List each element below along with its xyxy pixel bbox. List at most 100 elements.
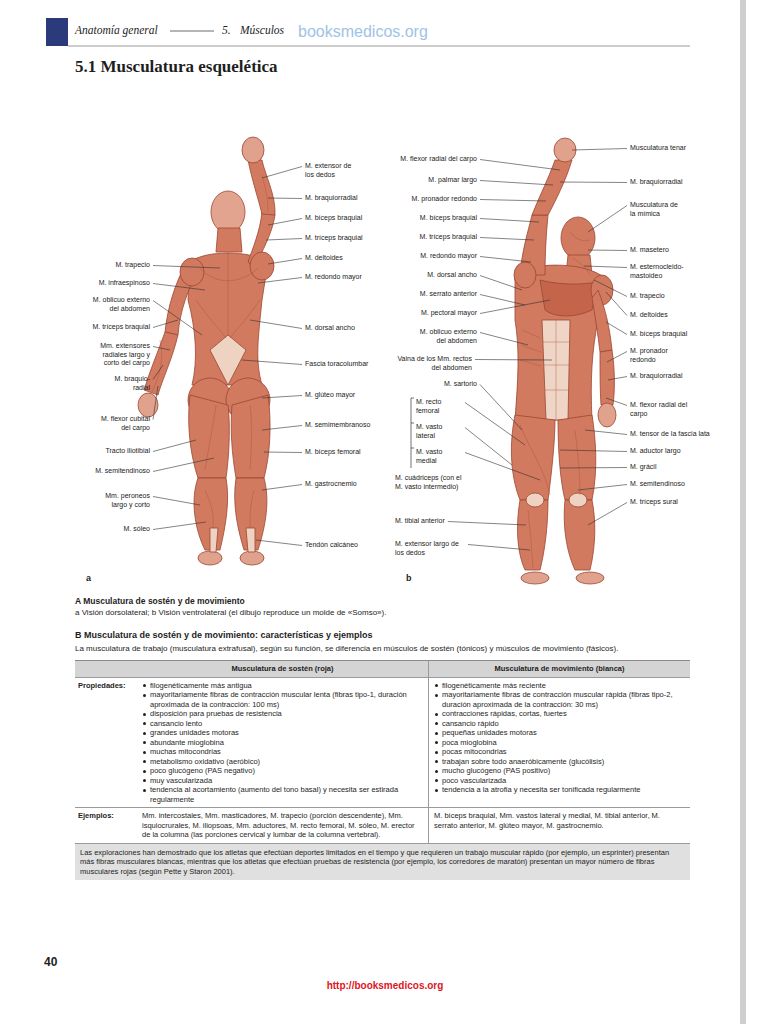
leader-line (608, 377, 627, 381)
bullet-dot (435, 779, 438, 782)
table-text: abundante mioglobina (150, 738, 423, 748)
table-text: tendencia a la atrofia y necesita ser to… (442, 785, 685, 795)
row-header: Propiedades: (78, 681, 134, 691)
leader-line (448, 522, 526, 526)
bullet-item: abundante mioglobina (142, 738, 423, 748)
bullet-dot (435, 684, 438, 687)
muscle-label: M. pronador redondo (412, 195, 477, 204)
muscle-label: M. deltoides (630, 311, 668, 320)
leader-line (465, 453, 540, 481)
bullet-item: muchas mitocondrias (142, 747, 423, 757)
row-header: Ejemplos: (78, 811, 134, 821)
bullet-dot (143, 789, 146, 792)
leader-line (480, 181, 553, 186)
leader-line (578, 485, 627, 491)
muscle-label: M. cuádriceps (con el M. vasto intermedi… (395, 474, 467, 491)
muscle-label: Vaina de los Mm. rectos del abdomen (392, 355, 472, 372)
muscle-label: M. braquio-radial (105, 375, 150, 392)
muscle-label: M. trapecio (115, 261, 150, 270)
muscle-striations-dorsal (152, 175, 268, 528)
leader-line (465, 428, 512, 466)
table-text: muchas mitocondrias (150, 747, 423, 757)
muscle-label: M. braquiorradial (630, 178, 683, 187)
comparison-table: Musculatura de sostén (roja) Musculatura… (75, 660, 690, 880)
muscle-label: M. extensor largo de los dedos (395, 540, 465, 557)
leader-line (250, 320, 302, 329)
muscle-label: M. aductor largo (630, 447, 681, 456)
leader-line (153, 386, 158, 420)
table-text: poco glucógeno (PAS negativo) (150, 766, 423, 776)
bullet-dot (143, 722, 146, 725)
leader-line (572, 149, 627, 151)
table-text: pequeñas unidades motoras (442, 728, 685, 738)
leader-line (262, 485, 302, 491)
running-head: 5. (222, 24, 231, 37)
table-text: Mm. intercostales, Mm. masticadores, M. … (142, 811, 423, 840)
leader-line (606, 292, 627, 316)
leader-line (588, 206, 627, 233)
muscle-label: M. extensor de los dedos (305, 162, 353, 179)
muscle-label: M. grácil (630, 463, 656, 472)
muscle-label: M. braquiorradial (630, 372, 690, 381)
bullet-item: pequeñas unidades motoras (434, 728, 685, 738)
leader-line (153, 440, 196, 452)
muscle-label: M. gastrocnemio (305, 480, 357, 489)
muscle-striations-ventral (520, 232, 590, 568)
page-title: 5.1 Musculatura esquelética (75, 57, 278, 77)
muscle-label: M. tensor de la fascia lata (630, 430, 710, 439)
table-text: muy vascularizada (150, 776, 423, 786)
muscle-label: Tendón calcáneo (305, 541, 358, 550)
bullet-item: mucho glucógeno (PAS positivo) (434, 766, 685, 776)
leader-line (588, 503, 627, 526)
leader-line (153, 320, 178, 328)
bullet-item: pocas mitocondrias (434, 747, 685, 757)
bullet-item: poco vascularizada (434, 776, 685, 786)
leader-line (153, 284, 205, 291)
muscle-figure-dorsal (138, 137, 275, 565)
leader-line (480, 160, 560, 171)
quadriceps-bracket (411, 398, 414, 468)
bullet-dot (435, 751, 438, 754)
bullet-item: mayoritariamente fibras de contracción m… (142, 690, 423, 709)
header-rule (68, 46, 690, 47)
muscle-label: M. sartorio (444, 380, 477, 389)
table-text: M. bíceps braquial, Mm. vastos lateral y… (434, 811, 685, 830)
table-text: filogenéticamente más antigua (150, 681, 423, 691)
leader-line (153, 347, 170, 351)
bullet-dot (435, 713, 438, 716)
muscle-label: M. bíceps braquial (630, 330, 687, 339)
muscle-figure-ventral (511, 138, 616, 584)
bullet-dot (435, 732, 438, 735)
bullet-dot (435, 694, 438, 697)
muscle-label: M. bíceps braquial (420, 214, 477, 223)
bullet-item: poco glucógeno (PAS negativo) (142, 766, 423, 776)
leader-line (268, 259, 302, 265)
leader-line (468, 545, 530, 551)
muscle-label: Fascia toracolumbar (305, 360, 368, 369)
leader-line (606, 398, 627, 406)
caption-heading: A Musculatura de sostén y de movimiento (75, 596, 245, 606)
table-cell: Mm. intercostales, Mm. masticadores, M. … (137, 808, 429, 843)
footer-url: http://booksmedicos.org (185, 980, 585, 991)
muscle-label: M. flexor cubital del carpo (100, 415, 150, 432)
muscle-label: M. recto femoral (416, 398, 462, 415)
leader-line (266, 239, 302, 241)
bullet-dot (143, 751, 146, 754)
muscle-label: M. semitendinoso (95, 467, 150, 476)
bullet-item: disposición para pruebas de resistencia (142, 709, 423, 719)
muscle-label: M. serrato anterior (420, 290, 477, 299)
leader-line (153, 266, 220, 269)
running-head: Músculos (240, 24, 284, 37)
page-number: 40 (44, 955, 57, 969)
leader-line (480, 257, 531, 263)
table-cell: filogenéticamente más recientemayoritari… (429, 678, 690, 808)
muscle-label: M. deltoides (305, 254, 343, 263)
caption-heading: B Musculatura de sostén y de movimiento:… (75, 630, 705, 641)
leader-line (153, 301, 202, 336)
caption-text: La musculatura de trabajo (musculatura e… (75, 644, 705, 654)
column-header: Musculatura de sostén (roja) (142, 664, 423, 674)
leader-line (560, 450, 627, 452)
bullet-dot (143, 732, 146, 735)
muscle-label: Musculatura de la mímica (630, 201, 685, 218)
muscle-label: M. bíceps braquial (305, 214, 362, 223)
